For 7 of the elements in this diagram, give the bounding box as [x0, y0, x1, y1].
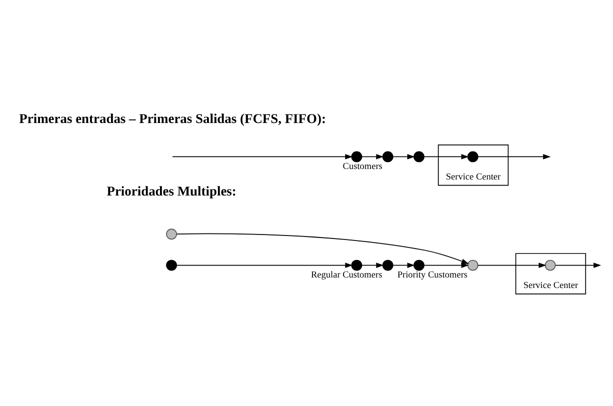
node-label: Priority Customers — [397, 270, 468, 281]
node-label: Service Center — [523, 280, 578, 291]
label: Primeras entradas – Primeras Salidas (FCFS, FIFO): — [19, 110, 326, 126]
node-label: Regular Customers — [311, 270, 382, 281]
label: Prioridades Multiples: — [106, 183, 236, 198]
node-label: Service Center — [446, 172, 501, 182]
node-label: Customers — [342, 162, 382, 172]
